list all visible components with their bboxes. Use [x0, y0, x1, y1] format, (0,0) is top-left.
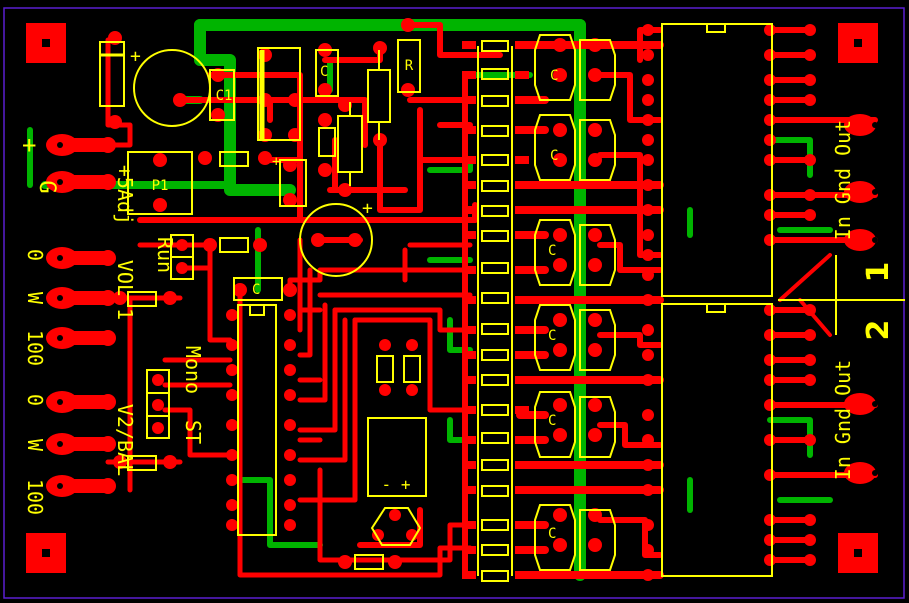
label-w-b: W	[23, 439, 47, 452]
cap-outlines	[534, 34, 616, 571]
label-st: ST	[181, 420, 205, 444]
label-0-a: 0	[23, 249, 47, 261]
resistor-array-outlines	[477, 40, 513, 582]
pads	[26, 18, 878, 581]
resistor-7-outline	[127, 455, 157, 471]
label-mono: Mono	[181, 346, 205, 394]
label-plus: +	[22, 131, 36, 159]
jumper-mono-st-outline	[146, 369, 170, 439]
label-c-6: C	[548, 526, 556, 542]
label-100-a: 100	[23, 330, 47, 366]
resistor-10-outline	[354, 554, 384, 570]
ic-outline-4	[367, 417, 427, 497]
label-minus-plus: - +	[382, 475, 411, 494]
electrolytic-cap-2	[299, 203, 373, 277]
label-r: R	[405, 58, 414, 74]
resistor-4-outline	[219, 151, 249, 167]
diode-body	[99, 41, 125, 107]
silkscreen-text: + G +5Adj P1 Run VOL 1 C1 R C C C C C C …	[22, 46, 896, 542]
silkscreen-layer	[99, 23, 905, 582]
to92-outline	[370, 507, 422, 546]
label-cap-plus-2: +	[362, 198, 373, 219]
label-vol1: VOL 1	[113, 260, 137, 320]
label-v2bal: V2/BAL	[113, 404, 137, 476]
label-c-mid: C	[252, 282, 260, 298]
label-g: G	[34, 180, 59, 193]
label-0-b: 0	[23, 394, 47, 406]
label-run: Run	[153, 237, 177, 273]
label-c-top: C	[320, 64, 328, 80]
label-5adj: +5Adj	[113, 165, 137, 225]
label-ch1: 1	[861, 262, 896, 283]
ic-outline-1	[661, 23, 773, 297]
pad-holes	[42, 39, 878, 557]
label-c-2: C	[550, 148, 558, 164]
label-in-gnd-out-1: In Gnd Out	[831, 120, 855, 240]
label-c1: C1	[216, 88, 233, 104]
label-ch2: 2	[861, 320, 896, 341]
misc-pads	[108, 18, 418, 569]
label-cap-plus-1: +	[130, 46, 141, 67]
label-100-b: 100	[23, 479, 47, 515]
resistor-3-outline	[318, 127, 336, 157]
label-c-3: C	[548, 243, 556, 259]
transistor-outline	[279, 159, 307, 207]
resistor-9-outline	[403, 355, 421, 383]
cap-pads	[553, 38, 602, 552]
resistor-5-outline	[219, 237, 249, 253]
output-connector-pads	[844, 114, 876, 484]
left-ic-pads	[226, 309, 296, 531]
label-c-1: C	[550, 68, 558, 84]
label-cap-plus-3: +	[272, 154, 280, 170]
resistor-r-top-outline	[397, 39, 421, 93]
cap-c1-outline	[209, 69, 235, 121]
label-c-4: C	[548, 328, 556, 344]
ic-outline-3	[237, 304, 277, 536]
cap-c-mid-outline	[233, 277, 283, 301]
trimpot-p1-outline	[127, 151, 193, 215]
resistor-6-outline	[127, 291, 157, 307]
label-in-gnd-out-2: In Gnd Out	[831, 360, 855, 480]
label-p1: P1	[152, 178, 169, 194]
resistor-8-outline	[376, 355, 394, 383]
cap-c-top-outline	[315, 49, 339, 97]
resistor-array-pads	[462, 41, 529, 579]
ic-outline-2	[661, 303, 773, 577]
label-w-a: W	[23, 292, 47, 305]
regulator-outline	[257, 47, 301, 141]
label-c-5: C	[548, 413, 556, 429]
top-copper-layer	[53, 22, 878, 579]
